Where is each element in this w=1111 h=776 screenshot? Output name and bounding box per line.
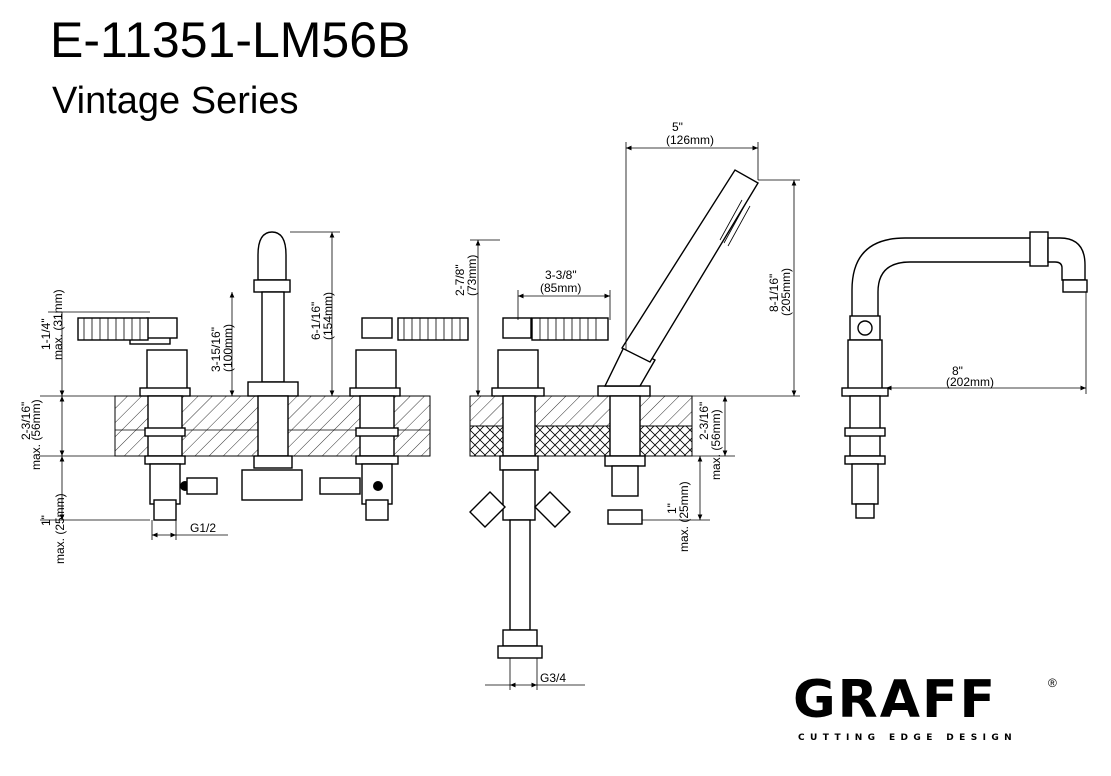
diverter-lever-handle	[531, 317, 609, 341]
dim-deck-right-in: 2-3/16"	[697, 402, 711, 440]
registered-mark: ®	[1048, 676, 1057, 690]
dim-spout-total-mm: (154mm)	[321, 292, 335, 340]
spout-profile	[851, 237, 1036, 321]
dim-spout-mm: (100mm)	[221, 324, 235, 372]
dim-left-thread: G1/2	[190, 521, 216, 535]
brand-tagline: CUTTING EDGE DESIGN	[798, 733, 1018, 743]
hand-shower	[620, 169, 759, 363]
brand-logo: GRAFF	[793, 670, 998, 730]
dim-shank-right-in: 1"	[665, 503, 679, 514]
dim-handle-reach-mm: (85mm)	[540, 281, 581, 295]
spout	[241, 231, 303, 501]
dim-spout-in: 3-15/16"	[209, 327, 223, 372]
dim-handle-height-in: 1-1/4"	[39, 318, 53, 350]
dim-deck-left-in: 2-3/16"	[19, 402, 33, 440]
front-view-faucet	[40, 231, 469, 540]
dim-shank-left-mm: max. (25mm)	[53, 493, 67, 564]
dim-shower-height-in: 8-1/16"	[767, 274, 781, 312]
dim-shank-left-in: 1"	[39, 515, 53, 526]
series-subtitle: Vintage Series	[52, 80, 299, 122]
dim-handle-height-mm: max. (31mm)	[51, 289, 65, 360]
dim-shank-right-mm: max. (25mm)	[677, 481, 691, 552]
model-code-title: E-11351-LM56B	[50, 12, 411, 68]
right-valve	[319, 317, 469, 521]
dim-side-reach-in: 8"	[952, 364, 963, 378]
dim-side-reach-mm: (202mm)	[946, 375, 994, 389]
dim-shower-width-mm: (126mm)	[666, 133, 714, 147]
dim-diverter-height-in: 2-7/8"	[453, 264, 467, 296]
dim-shower-height-mm: (205mm)	[779, 268, 793, 316]
side-view-spout	[841, 231, 1088, 519]
left-valve	[129, 317, 218, 521]
dim-spout-total-in: 6-1/16"	[309, 302, 323, 340]
dim-deck-right-mm: max. (56mm)	[709, 409, 723, 480]
dim-inlet-thread: G3/4	[540, 671, 566, 685]
side-view-diverter	[469, 142, 800, 690]
dim-deck-left-mm: max. (56mm)	[29, 399, 43, 470]
dim-diverter-height-mm: (73mm)	[465, 255, 479, 296]
left-lever-handle	[77, 317, 149, 341]
dim-handle-reach-in: 3-3/8"	[545, 268, 577, 282]
dim-shower-width-in: 5"	[672, 120, 683, 134]
